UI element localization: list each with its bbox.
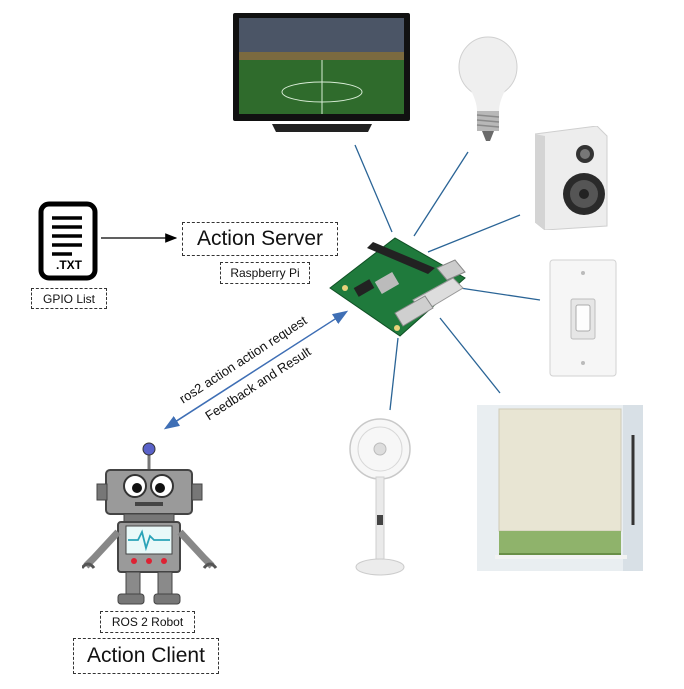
window-blind-icon <box>477 405 643 571</box>
raspberry-pi-label: Raspberry Pi <box>220 262 310 284</box>
txt-file-label: .TXT <box>56 258 82 272</box>
feedback-arrow <box>163 311 347 430</box>
robot-icon <box>82 442 218 605</box>
action-client-title: Action Client <box>73 638 219 674</box>
raspberry-pi-board-icon <box>329 237 466 337</box>
tv-icon <box>233 13 410 132</box>
ros2-robot-label: ROS 2 Robot <box>100 611 195 633</box>
device-links <box>354 144 541 411</box>
action-server-title: Action Server <box>182 222 338 256</box>
speaker-icon <box>535 126 608 230</box>
fan-icon <box>349 418 411 576</box>
light-bulb-icon <box>458 36 518 141</box>
txt-file-icon <box>38 201 98 281</box>
gpio-list-label: GPIO List <box>31 288 107 309</box>
light-switch-icon <box>549 259 617 377</box>
